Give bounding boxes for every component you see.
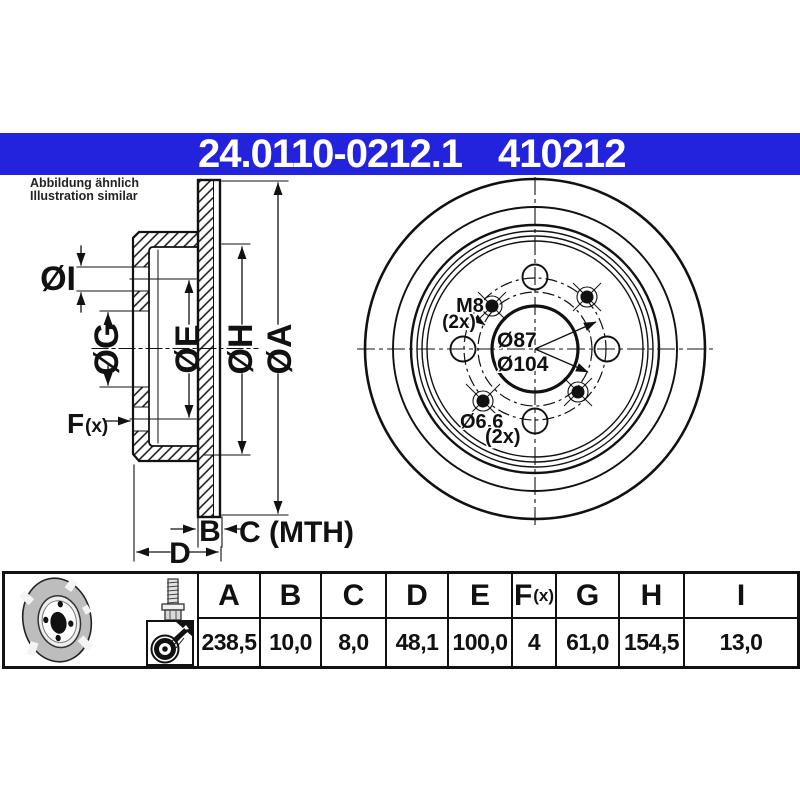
value-c: 8,0 [320,619,385,666]
label-dia66: Ø6,6 [460,411,503,433]
col-header-i: I [683,574,797,619]
header-d-label: D [406,578,428,612]
label-dia87: Ø87 [497,329,537,352]
wheel-bolt-holes [449,263,621,435]
value-h-text: 154,5 [623,629,680,655]
header-i-label: I [736,578,746,612]
extension-lines [76,180,289,562]
dim-label-g: ØG [88,323,126,376]
label-dia66-count: (2x) [485,426,521,448]
dim-label-e: ØE [169,324,207,373]
screw-icon [161,578,185,621]
col-header-f: F(x) [511,574,555,619]
dim-label-b: B [199,515,221,548]
label-m8: M8 [456,295,484,317]
header-e-label: E [469,578,490,612]
section-view: ØI ØG ØE ØH ØA F (x) B C (MTH) D [40,178,354,570]
col-header-c: C [320,574,385,619]
dim-label-c: C (MTH) [239,516,354,549]
hat-section [131,230,200,463]
col-header-g: G [555,574,618,619]
col-header-a: A [197,574,259,619]
table-icon-cell [5,574,197,666]
brake-disc-icon [19,577,94,663]
value-g: 61,0 [555,619,618,666]
value-f: 4 [511,619,555,666]
dim-label-i: ØI [40,260,76,298]
value-e: 100,0 [447,619,511,666]
dim-label-f: F [67,408,84,439]
header-c-label: C [342,578,365,612]
fixing-holes [465,282,602,419]
dim-label-f-count: (x) [85,416,108,437]
dimension-lines [76,182,283,557]
dim-label-a: ØA [261,324,299,375]
front-centerlines [357,177,713,527]
header-f-suffix: (x) [533,585,555,605]
catalog-number: 24.0110-0212.1 [198,132,463,176]
header-g-label: G [575,578,600,612]
assembly-paste-icon [146,620,194,666]
value-d: 48,1 [385,619,447,666]
value-i: 13,0 [683,619,797,666]
front-dim-arrows [471,314,597,373]
value-h: 154,5 [618,619,683,666]
note-line-de: Abbildung ähnlich [30,176,140,190]
col-header-e: E [447,574,511,619]
label-m8-count: (2x) [442,312,476,333]
col-header-b: B [259,574,320,619]
header-b-label: B [279,578,302,612]
value-b: 10,0 [259,619,320,666]
header-bar: 24.0110-0212.1 410212 [0,133,800,175]
header-f-label: F [513,578,533,612]
value-b-text: 10,0 [269,629,312,655]
dimension-table: A B C D E F(x) G H I 238,5 10,0 8,0 48,1… [2,571,800,669]
value-i-text: 13,0 [719,629,763,655]
col-header-h: H [618,574,683,619]
value-c-text: 8,0 [338,629,369,655]
dim-label-h: ØH [222,324,260,375]
value-g-text: 61,0 [566,629,609,655]
value-d-text: 48,1 [395,629,439,655]
dim-label-d: D [169,537,191,570]
disc-circles [363,177,707,521]
bolt-circle-outer [463,277,607,421]
front-view: M8 (2x) Ø87 Ø104 Ø6,6 (2x) [357,177,713,527]
col-header-d: D [385,574,447,619]
section-dim-labels: ØI ØG ØE ØH ØA F (x) B C (MTH) D [40,260,354,570]
value-a-text: 238,5 [201,629,257,655]
header-a-label: A [218,578,240,612]
part-number: 410212 [498,132,626,176]
outer-diameter-circle [363,177,707,521]
value-e-text: 100,0 [452,629,508,655]
value-a: 238,5 [197,619,259,666]
front-labels: M8 (2x) Ø87 Ø104 Ø6,6 (2x) [441,294,551,450]
label-dia104: Ø104 [497,353,549,376]
header-h-label: H [640,578,663,612]
center-bore-circle [490,304,580,394]
bolt-circle-inner [477,291,593,407]
note-line-en: Illustration similar [30,189,138,203]
illustration-note: Abbildung ähnlich Illustration similar [30,177,139,203]
value-f-text: 4 [527,629,541,655]
